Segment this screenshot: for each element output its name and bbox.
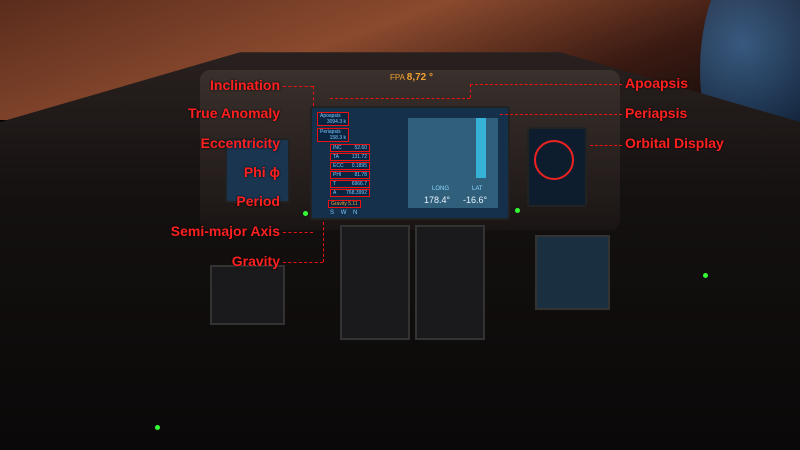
leader-line xyxy=(330,98,470,99)
compass: S W N xyxy=(330,210,358,216)
longitude: 178.4° xyxy=(424,195,451,205)
leader-line xyxy=(323,222,324,262)
annotation-eccentricity: Eccentricity xyxy=(200,135,280,151)
readout-value: 768.3992 xyxy=(346,190,367,196)
annotation-true-anomaly: True Anomaly xyxy=(187,105,280,121)
readout-value: 0.1895 xyxy=(351,163,367,169)
readout-key: T xyxy=(333,181,337,187)
readout-value: 52.60 xyxy=(354,145,367,151)
readout-key: TA xyxy=(333,154,340,160)
annotation-periapsis: Periapsis xyxy=(625,105,688,121)
readout-row: TA 131.72 xyxy=(330,153,370,161)
annotation-phi: Phi ϕ xyxy=(243,164,280,180)
readout-row: T 6966.7 xyxy=(330,180,370,188)
longitude-label: LONG xyxy=(432,186,450,192)
annotation-orbital-display: Orbital Display xyxy=(625,135,724,151)
readout-value: 81.78 xyxy=(354,172,367,178)
readout-key: ECC xyxy=(333,163,344,169)
annotation-apoapsis: Apoapsis xyxy=(625,75,689,91)
readout-key: A xyxy=(333,190,337,196)
fpa-readout: FPA 8,72 ° xyxy=(390,72,434,83)
readout-key: PHI xyxy=(333,172,342,178)
leader-line xyxy=(470,84,471,98)
indicator-light xyxy=(155,425,160,430)
leader-line xyxy=(313,86,314,106)
leader-line xyxy=(283,232,313,233)
surface-map: LONG LAT 178.4° -16.6° xyxy=(408,118,498,208)
readout-row: INC 52.60 xyxy=(330,144,370,152)
readout-row: A 768.3992 xyxy=(330,189,370,197)
indicator-light xyxy=(303,211,308,216)
center-right-console xyxy=(415,225,485,340)
leader-line xyxy=(500,114,622,115)
latitude-label: LAT xyxy=(472,186,483,192)
annotation-period: Period xyxy=(236,193,280,209)
readout-value: 6966.7 xyxy=(351,181,367,187)
readout-key: INC xyxy=(333,145,342,151)
readout-row: ECC 0.1895 xyxy=(330,162,370,170)
readout-value: 131.72 xyxy=(351,154,367,160)
leader-line xyxy=(283,86,313,87)
indicator-light xyxy=(515,208,520,213)
center-left-console xyxy=(340,225,410,340)
latitude: -16.6° xyxy=(463,195,488,205)
leader-line xyxy=(590,145,622,146)
leader-line xyxy=(283,262,323,263)
gravity-readout: Gravity 5.11 xyxy=(328,200,361,208)
left-mfd xyxy=(225,138,290,203)
orbit-ring xyxy=(534,140,574,180)
annotation-semi-major-axis: Semi-major Axis xyxy=(170,223,280,239)
annotation-inclination: Inclination xyxy=(210,77,280,93)
indicator-light xyxy=(703,273,708,278)
ship-status-screen xyxy=(535,235,610,310)
leader-line xyxy=(470,84,622,85)
readout-row: PHI 81.78 xyxy=(330,171,370,179)
left-lower-console xyxy=(210,265,285,325)
annotation-gravity: Gravity xyxy=(231,253,280,269)
